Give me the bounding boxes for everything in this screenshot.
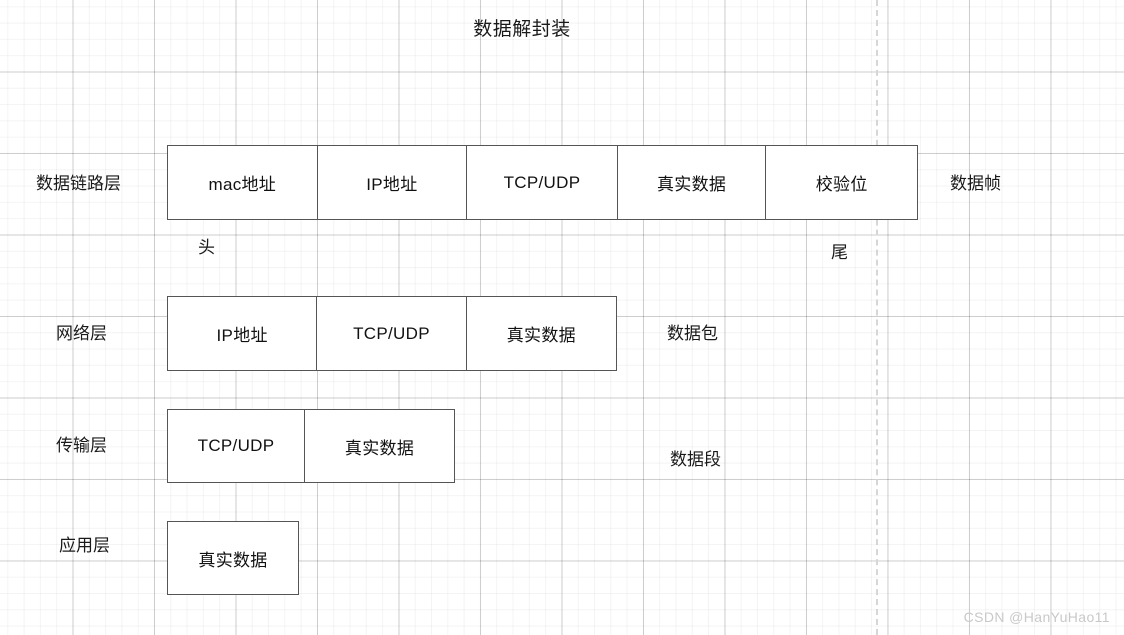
packet-cell-real-data[interactable]: 真实数据 [506, 326, 576, 345]
layer-label-data-link: 数据链路层 [36, 174, 121, 193]
diagram-title: 数据解封装 [473, 19, 571, 40]
packet-cell-ip-address[interactable]: IP地址 [168, 297, 318, 370]
packet-row-data-link: mac地址 IP地址 TCP/UDP 真实数据 校验位 [167, 145, 918, 220]
packet-cell-real-data[interactable]: 真实数据 [344, 438, 415, 458]
packet-cell-tcp-udp[interactable]: TCP/UDP [467, 146, 618, 219]
unit-label-data-packet: 数据包 [667, 324, 718, 343]
layer-label-network: 网络层 [56, 324, 107, 343]
packet-cell-real-data[interactable]: 真实数据 [198, 550, 268, 570]
csdn-watermark: CSDN @HanYuHao11 [963, 609, 1110, 625]
unit-label-data-segment: 数据段 [670, 450, 721, 469]
packet-row-network: IP地址 TCP/UDP 真实数据 [167, 296, 617, 371]
packet-cell-real-data[interactable]: 真实数据 [618, 146, 767, 219]
layer-label-transport: 传输层 [56, 436, 107, 455]
edge-label-head: 头 [198, 238, 215, 257]
edge-label-tail: 尾 [831, 243, 848, 262]
packet-cell-ip-address[interactable]: IP地址 [318, 146, 468, 219]
packet-cell-mac-address[interactable]: mac地址 [168, 146, 318, 219]
packet-cell-tcp-udp[interactable]: TCP/UDP [317, 297, 467, 370]
packet-cell-tcp-udp[interactable]: TCP/UDP [168, 410, 306, 482]
packet-row-application: 真实数据 [167, 521, 299, 595]
layer-label-application: 应用层 [59, 536, 110, 555]
page-break-guide [876, 0, 878, 635]
packet-row-transport: TCP/UDP 真实数据 [167, 409, 455, 483]
packet-cell-checksum[interactable]: 校验位 [815, 175, 868, 194]
unit-label-data-frame: 数据帧 [950, 174, 1001, 193]
